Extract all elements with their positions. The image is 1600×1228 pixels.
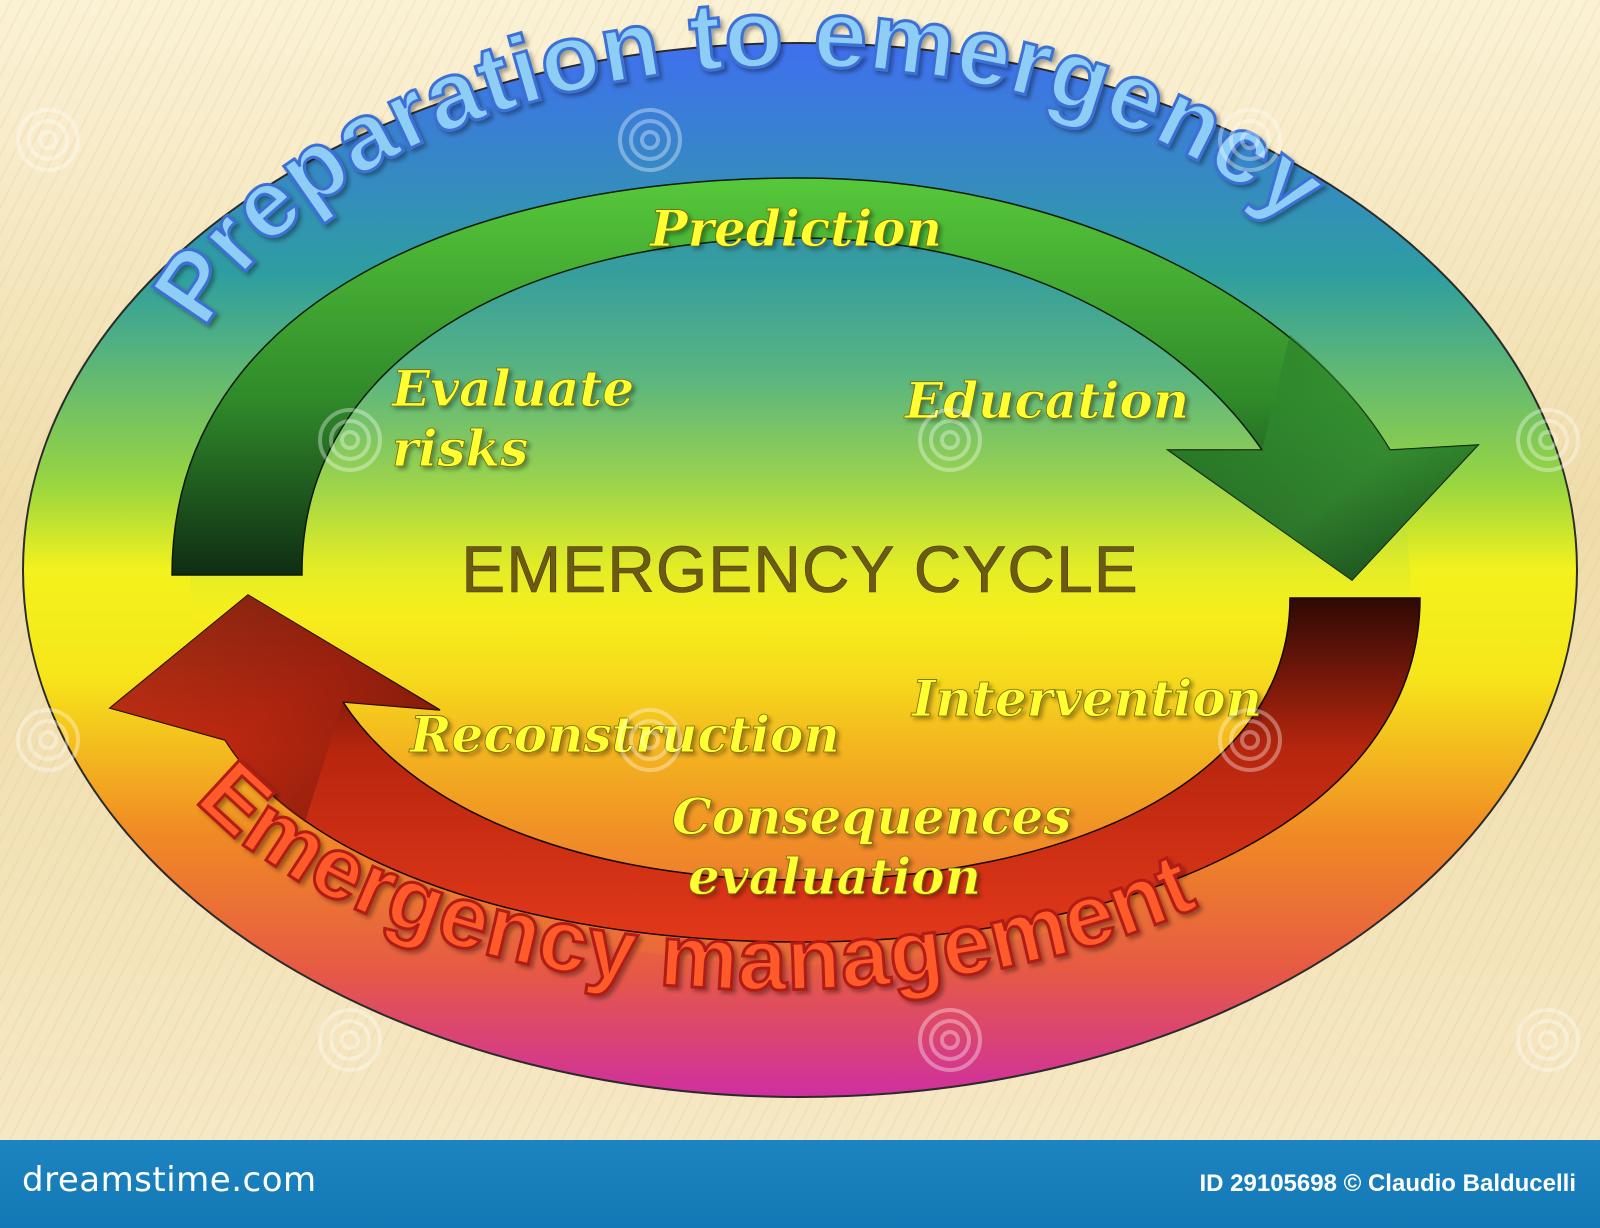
background: Preparation to emergency Emergency manag…	[0, 0, 1600, 1140]
center-title: EMERGENCY CYCLE	[461, 532, 1139, 606]
label-prediction: Prediction	[648, 199, 942, 258]
bottom-arrow-head	[110, 595, 440, 822]
footer-brand[interactable]: dreamstime.com	[22, 1160, 317, 1200]
label-consequences-line2: evaluation	[688, 847, 981, 906]
footer-credit: ID 29105698 © Claudio Balducelli	[1199, 1170, 1577, 1197]
emergency-cycle-diagram: Preparation to emergency Emergency manag…	[16, 0, 1580, 1098]
label-consequences-line1: Consequences	[672, 787, 1071, 846]
inner-area	[190, 185, 1410, 965]
label-reconstruction: Reconstruction	[408, 705, 840, 764]
top-arrow-head	[1168, 335, 1478, 580]
label-evaluate-line2: risks	[392, 419, 528, 478]
label-education: Education	[903, 371, 1189, 430]
label-evaluate-line1: Evaluate	[390, 359, 634, 418]
watermark-spiral-icons	[16, 108, 1580, 1072]
footer-bar: dreamstime.com ID 29105698 © Claudio Bal…	[0, 1140, 1600, 1228]
label-intervention: Intervention	[910, 669, 1262, 728]
